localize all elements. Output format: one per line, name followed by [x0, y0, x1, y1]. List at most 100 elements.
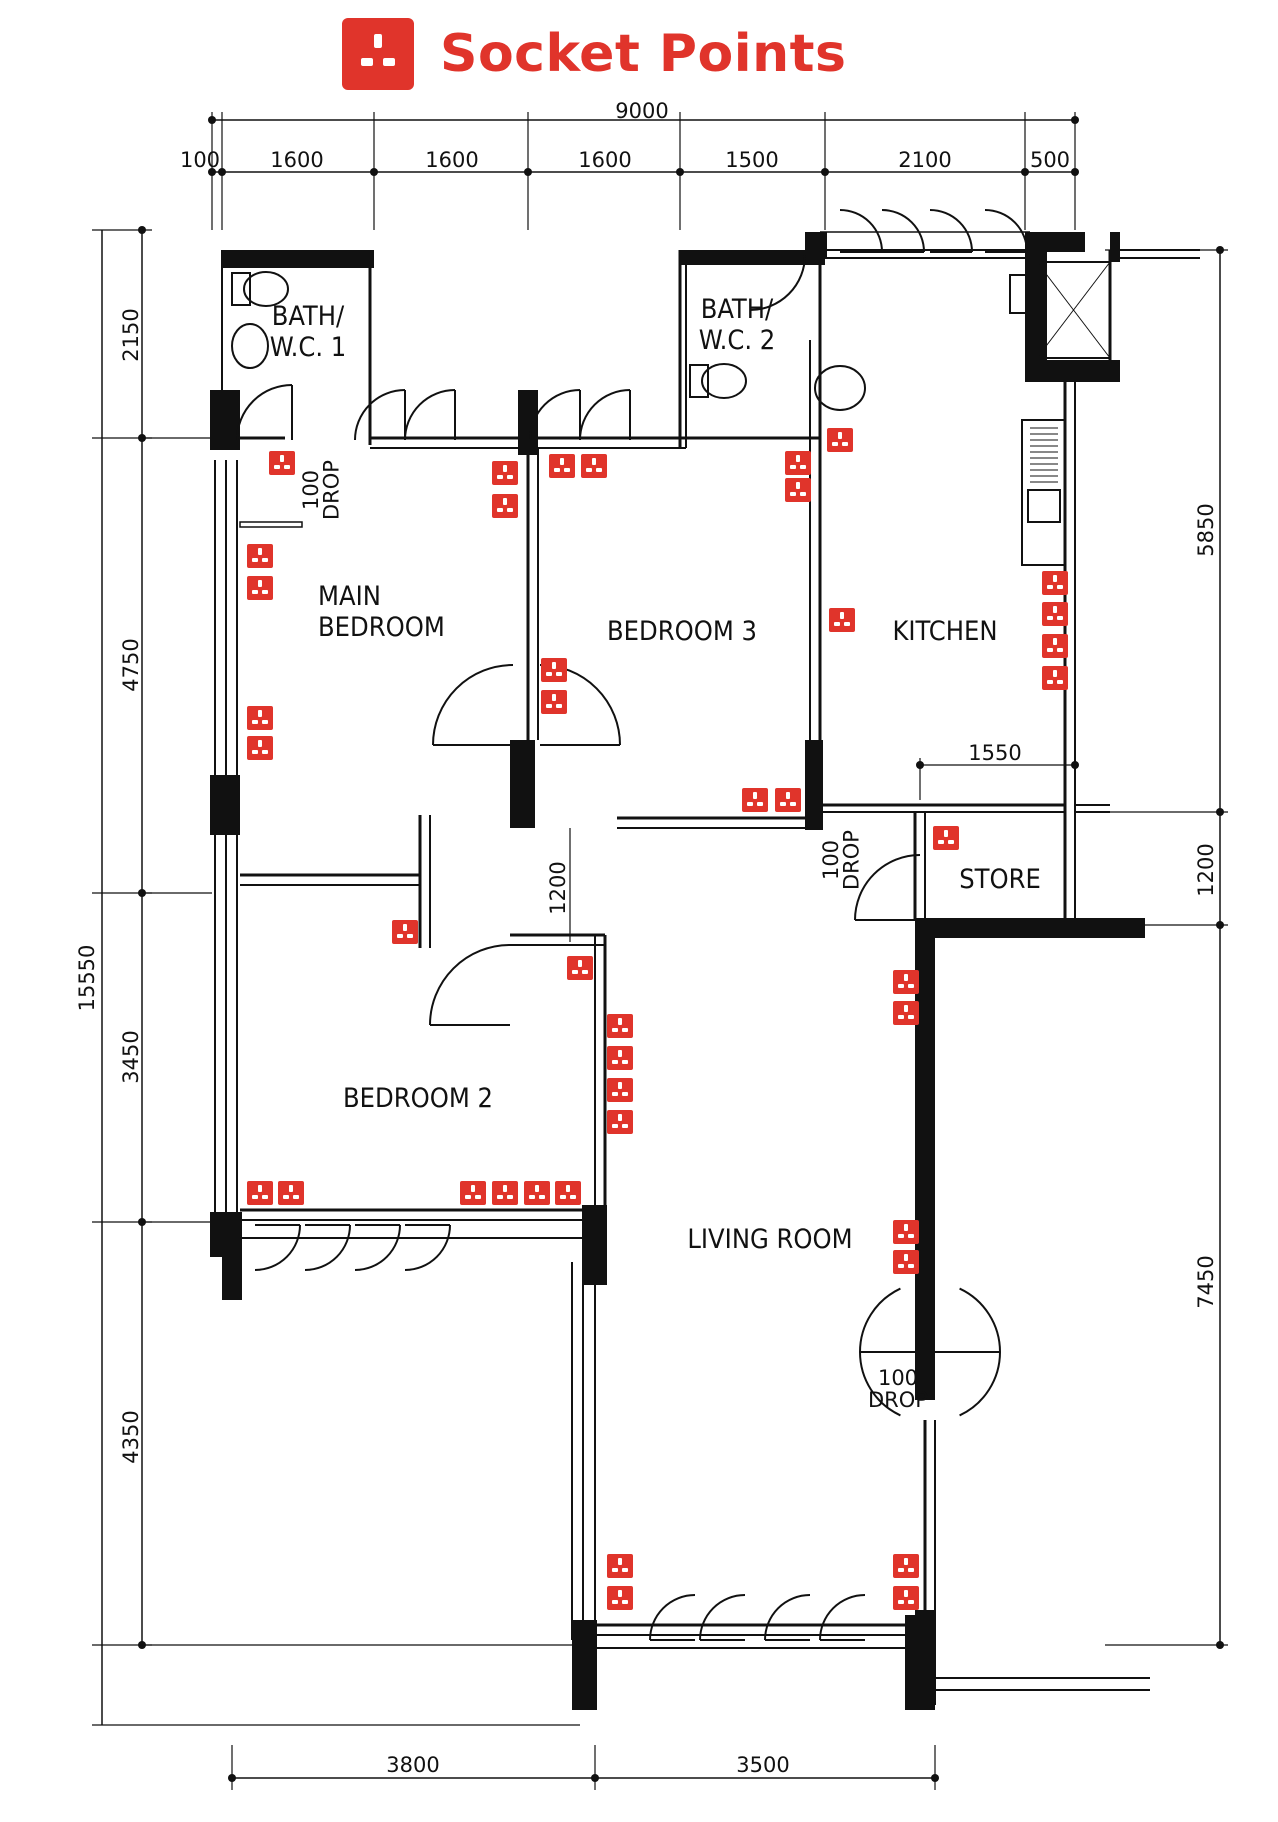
dim-dot: [1216, 1641, 1224, 1649]
wall-column: [1025, 360, 1120, 382]
dim-label-left-segment: 2150: [119, 308, 143, 361]
window-door: [881, 209, 925, 253]
window-door: [354, 389, 406, 441]
fridge-icon: [1009, 274, 1031, 314]
room-label-bath2: BATH/W.C. 2: [699, 294, 775, 356]
wall-column: [210, 775, 240, 835]
dim-dot: [524, 168, 532, 176]
dim-dot: [676, 168, 684, 176]
wall-top-bath2: [680, 250, 825, 265]
page-title: Socket Points: [440, 24, 847, 84]
socket-icon: [829, 608, 855, 632]
dim-label-left-segment: 3450: [119, 1030, 143, 1083]
dim-label-kitchen-width: 1550: [968, 741, 1021, 765]
socket-icon: [555, 1181, 581, 1205]
socket-icon: [247, 1181, 273, 1205]
room-label-store: STORE: [959, 864, 1041, 895]
door-store: [854, 854, 921, 921]
dim-dot: [370, 168, 378, 176]
socket-icon: [278, 1181, 304, 1205]
dim-label-bottom-segment: 3800: [386, 1753, 439, 1777]
socket-icon: [893, 1001, 919, 1025]
drop-note: 100DROP: [819, 830, 864, 890]
basin-kitchen: [814, 365, 866, 411]
dim-label-top-segment: 1600: [270, 148, 323, 172]
socket-icon: [567, 956, 593, 980]
shower-diag: [1036, 261, 1111, 359]
window-door: [649, 1594, 696, 1641]
socket-icon: [775, 788, 801, 812]
dim-label-total-width: 9000: [615, 99, 668, 123]
wardrobe-rod: [239, 521, 303, 528]
wall-column: [510, 740, 535, 828]
socket-icon: [460, 1181, 486, 1205]
window-door: [304, 1224, 351, 1271]
shower-tray: [1036, 261, 1111, 359]
dim-dot: [1216, 246, 1224, 254]
drop-note: 100DROP: [299, 460, 344, 520]
socket-icon: [827, 428, 853, 452]
window-door: [984, 209, 1028, 253]
wall-living-right: [915, 930, 935, 1400]
socket-icon: [581, 454, 607, 478]
socket-icon: [524, 1181, 550, 1205]
window-door: [579, 389, 631, 441]
wall-column: [572, 1620, 597, 1710]
dim-dot: [821, 168, 829, 176]
socket-icon: [247, 576, 273, 600]
dim-label-right-segment: 5850: [1194, 503, 1218, 556]
toilet-bath1: [231, 271, 289, 307]
room-label-bath1: BATH/W.C. 1: [270, 301, 346, 363]
kitchen-sink: [1021, 419, 1066, 566]
dim-dot: [138, 226, 146, 234]
socket-icon: [893, 1554, 919, 1578]
dim-dot: [1021, 168, 1029, 176]
socket-icon: [247, 736, 273, 760]
wall-column: [518, 390, 538, 455]
socket-icon: [607, 1110, 633, 1134]
window-door: [354, 1224, 401, 1271]
window-door: [699, 1594, 746, 1641]
socket-icon: [893, 1220, 919, 1244]
dim-label-left-segment: 4750: [119, 638, 143, 691]
room-label-bedroom-3: BEDROOM 3: [607, 616, 757, 647]
dim-label-top-segment: 500: [1030, 148, 1070, 172]
dim-dot: [591, 1774, 599, 1782]
socket-icon: [549, 454, 575, 478]
socket-icon: [342, 18, 414, 90]
dim-dot: [916, 761, 924, 769]
socket-icon: [893, 970, 919, 994]
dim-dot: [1216, 808, 1224, 816]
window-door: [839, 209, 883, 253]
wall-top-bath1: [222, 250, 374, 268]
dim-label-right-segment: 1200: [1194, 843, 1218, 896]
dim-dot: [208, 116, 216, 124]
toilet-bath2: [689, 363, 747, 399]
dim-dot: [1071, 168, 1079, 176]
socket-icon: [541, 658, 567, 682]
socket-icon: [1042, 571, 1068, 595]
socket-icon: [607, 1554, 633, 1578]
door-main-bedroom: [432, 664, 514, 746]
dim-dot: [208, 168, 216, 176]
dim-label-top-segment: 100: [180, 148, 220, 172]
wall-column: [905, 1615, 930, 1710]
socket-icon: [785, 478, 811, 502]
wall-column: [805, 740, 823, 830]
socket-icon: [492, 494, 518, 518]
door-bath1: [236, 384, 293, 441]
socket-icon: [1042, 634, 1068, 658]
dim-label-top-segment: 2100: [898, 148, 951, 172]
dim-label-bottom-segment: 3500: [736, 1753, 789, 1777]
socket-icon: [392, 920, 418, 944]
window-door: [819, 1594, 866, 1641]
room-label-living-room: LIVING ROOM: [687, 1224, 852, 1255]
window-door: [929, 209, 973, 253]
dim-dot: [228, 1774, 236, 1782]
socket-icon: [492, 461, 518, 485]
dim-dot: [218, 168, 226, 176]
dim-label-total-height: 15550: [75, 945, 99, 1012]
socket-icon: [742, 788, 768, 812]
